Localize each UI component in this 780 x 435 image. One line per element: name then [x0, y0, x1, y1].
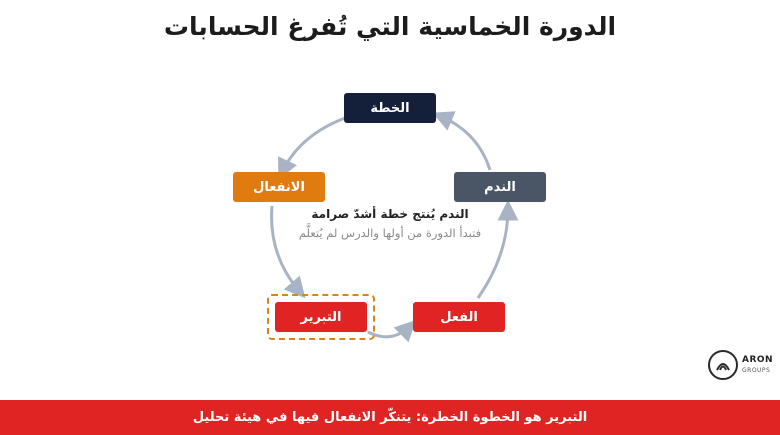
page-title: الدورة الخماسية التي تُفرغ الحسابات: [163, 12, 617, 41]
logo-mark-icon: [708, 350, 738, 380]
center-caption: الندم يُنتج خطة أشدّ صرامة فتبدأ الدورة …: [270, 207, 510, 240]
cycle-node-emotion: الانفعال: [233, 172, 325, 202]
arrow-emotion-to-justification: [270, 205, 306, 299]
footer-banner: التبرير هو الخطوة الخطرة: يتنكّر الانفعا…: [0, 400, 780, 435]
brand-logo: ARON GROUPS: [708, 350, 774, 384]
arrow-justification-to-action: [367, 320, 416, 343]
center-caption-line2: فتبدأ الدورة من أولها والدرس لم يُتعلَّم: [298, 226, 482, 240]
arrow-plan-to-emotion: [278, 116, 346, 180]
center-caption-line1: الندم يُنتج خطة أشدّ صرامة: [311, 207, 469, 221]
arrow-regret-to-plan: [432, 111, 492, 171]
cycle-node-action: الفعل: [413, 302, 505, 332]
highlight-frame: [267, 294, 375, 340]
cycle-node-justification: التبرير: [275, 302, 367, 332]
footer-text: التبرير هو الخطوة الخطرة: يتنكّر الانفعا…: [192, 410, 588, 425]
cycle-node-plan: الخطة: [344, 93, 436, 123]
cycle-node-regret: الندم: [454, 172, 546, 202]
logo-sub: GROUPS: [742, 367, 771, 374]
arrow-action-to-regret: [476, 199, 519, 299]
cycle-arrows: [270, 111, 519, 343]
logo-name: ARON: [742, 355, 774, 365]
